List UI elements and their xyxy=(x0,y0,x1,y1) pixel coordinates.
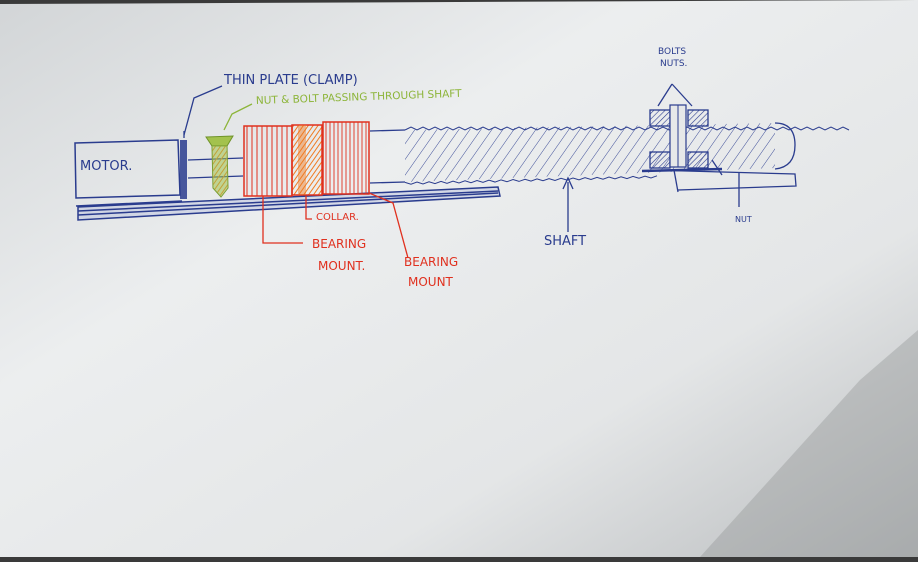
thin-plate-leader xyxy=(183,85,223,136)
bearing-mount-left xyxy=(243,125,293,197)
nut-label: NUT xyxy=(735,215,752,224)
bearing-mount-2-label-line1: BEARING xyxy=(404,255,458,269)
right-support xyxy=(641,159,797,193)
collar-label: COLLAR. xyxy=(316,212,359,223)
collar xyxy=(291,124,323,196)
bolts-label-line1: BOLTS xyxy=(658,47,686,57)
bearing-mount-1-leader xyxy=(262,196,303,244)
bearing-mount-2-label-line2: MOUNT xyxy=(408,275,454,289)
bolts-leader-left xyxy=(657,83,673,107)
bearing-mount-2-leader xyxy=(368,192,409,259)
nut-and-bolt xyxy=(205,135,234,198)
leader-lines xyxy=(183,83,740,259)
collar-leader xyxy=(305,196,312,220)
shaft-body xyxy=(369,129,406,184)
corner-shadow xyxy=(700,330,918,557)
bearing-mount-1-label-line1: BEARING xyxy=(312,237,366,251)
bolts-label-line2: NUTS. xyxy=(660,59,687,69)
thin-plate-label: THIN PLATE (CLAMP) xyxy=(223,73,358,88)
bolts-and-nuts xyxy=(649,104,709,169)
shaft-label: SHAFT xyxy=(544,234,586,249)
nut-bolt-leader xyxy=(223,103,253,131)
bolts-leader-right xyxy=(671,83,693,107)
bearing-mount-right xyxy=(322,121,370,195)
motor-label: MOTOR. xyxy=(80,159,132,174)
bearing-mount-1-label-line2: MOUNT. xyxy=(318,259,365,273)
